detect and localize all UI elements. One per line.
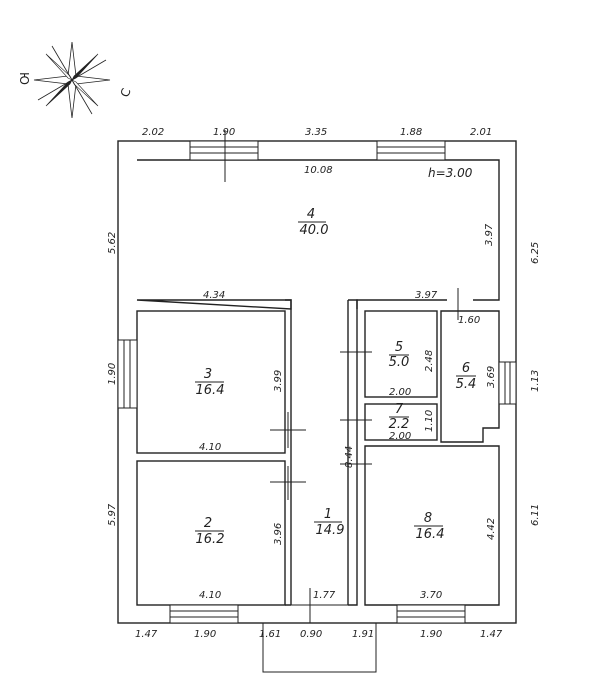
dim-r2-height: 3.96: [273, 523, 284, 545]
dim-bottom-2: 1.90: [194, 629, 216, 640]
dim-top-2: 1.90: [213, 127, 235, 138]
dim-r5-height: 2.48: [424, 350, 435, 372]
svg-text:6: 6: [462, 361, 470, 376]
room-label-5: 5 5.0: [389, 340, 410, 370]
entrance-porch: [262, 623, 377, 673]
svg-text:7: 7: [395, 402, 404, 417]
dim-bottom-3: 1.61: [259, 629, 281, 640]
room-label-8: 8 16.4: [414, 511, 444, 542]
window-bottom-left: [169, 604, 239, 624]
dim-r4-right: 3.97: [484, 223, 495, 246]
dim-r6-width: 1.60: [458, 315, 480, 326]
svg-text:5.0: 5.0: [389, 355, 410, 370]
dim-r8-height: 4.42: [486, 518, 497, 540]
room-label-7: 7 2.2: [389, 402, 410, 432]
dim-r7-width: 2.00: [389, 431, 411, 442]
svg-text:8: 8: [424, 511, 432, 526]
compass-rose-icon: [33, 41, 111, 119]
svg-text:4: 4: [307, 207, 315, 222]
room-label-4: 4 40.0: [298, 207, 328, 238]
room-label-1: 1 14.9: [314, 507, 344, 538]
room-label-3: 3 16.4: [195, 367, 224, 398]
dim-r4-top: 10.08: [304, 165, 333, 176]
dim-r4-bottom-right: 3.97: [415, 290, 438, 301]
dim-left-1: 5.62: [107, 232, 118, 254]
room-7-outline: [364, 403, 438, 441]
room-6-outline: [440, 310, 500, 443]
dim-r6-height: 3.69: [486, 366, 497, 388]
dim-bottom-6: 1.90: [420, 629, 442, 640]
dim-left-3: 5.97: [107, 503, 118, 526]
dim-right-1: 6.25: [530, 242, 541, 264]
dim-left-2: 1.90: [107, 363, 118, 385]
dim-r3-height: 3.99: [273, 370, 284, 392]
dim-r3-width: 4.10: [199, 442, 221, 453]
corridor-right-wall: [347, 299, 358, 606]
window-left: [117, 339, 138, 409]
dim-top-3: 3.35: [305, 127, 327, 138]
svg-text:1: 1: [324, 507, 332, 522]
dim-r4-bottom-left: 4.34: [203, 290, 225, 301]
dim-top-1: 2.02: [142, 127, 164, 138]
dim-r7-height: 1.10: [424, 410, 435, 432]
dim-r2-width: 4.10: [199, 590, 221, 601]
dim-bottom-4: 0.90: [300, 629, 322, 640]
svg-text:2.2: 2.2: [389, 417, 410, 432]
dim-bottom-1: 1.47: [135, 629, 158, 640]
window-right: [498, 361, 517, 405]
dim-right-2: 1.13: [530, 370, 541, 392]
corridor-left-wall: [285, 299, 292, 606]
dim-bottom-5: 1.91: [352, 629, 374, 640]
dim-bottom-7: 1.47: [480, 629, 503, 640]
svg-text:2: 2: [204, 516, 212, 531]
dim-corridor-height: 8.44: [344, 446, 355, 468]
room-8-outline: [364, 445, 500, 606]
dim-r5-width: 2.00: [389, 387, 411, 398]
svg-text:16.4: 16.4: [416, 527, 445, 542]
compass-north-label: Ю: [17, 72, 31, 85]
room-label-6: 6 5.4: [456, 361, 477, 392]
window-top-left: [189, 140, 259, 161]
window-bottom-right: [396, 604, 466, 624]
window-top-right: [376, 140, 446, 161]
dim-corridor-width: 1.77: [313, 590, 336, 601]
svg-text:16.4: 16.4: [196, 383, 225, 398]
room-5-outline: [364, 310, 438, 398]
dim-top-4: 1.88: [400, 127, 422, 138]
svg-text:5.4: 5.4: [456, 377, 477, 392]
svg-text:3: 3: [204, 367, 212, 382]
svg-text:5: 5: [395, 340, 403, 355]
ceiling-height: h=3.00: [428, 166, 473, 180]
dim-r8-width: 3.70: [420, 590, 442, 601]
svg-text:16.2: 16.2: [196, 532, 225, 547]
svg-text:14.9: 14.9: [316, 523, 345, 538]
compass-south-label: С: [118, 86, 134, 99]
svg-text:40.0: 40.0: [300, 223, 329, 238]
room-label-2: 2 16.2: [195, 516, 224, 547]
dim-right-3: 6.11: [530, 504, 541, 526]
door-markers: [224, 130, 459, 500]
dim-top-5: 2.01: [470, 127, 492, 138]
